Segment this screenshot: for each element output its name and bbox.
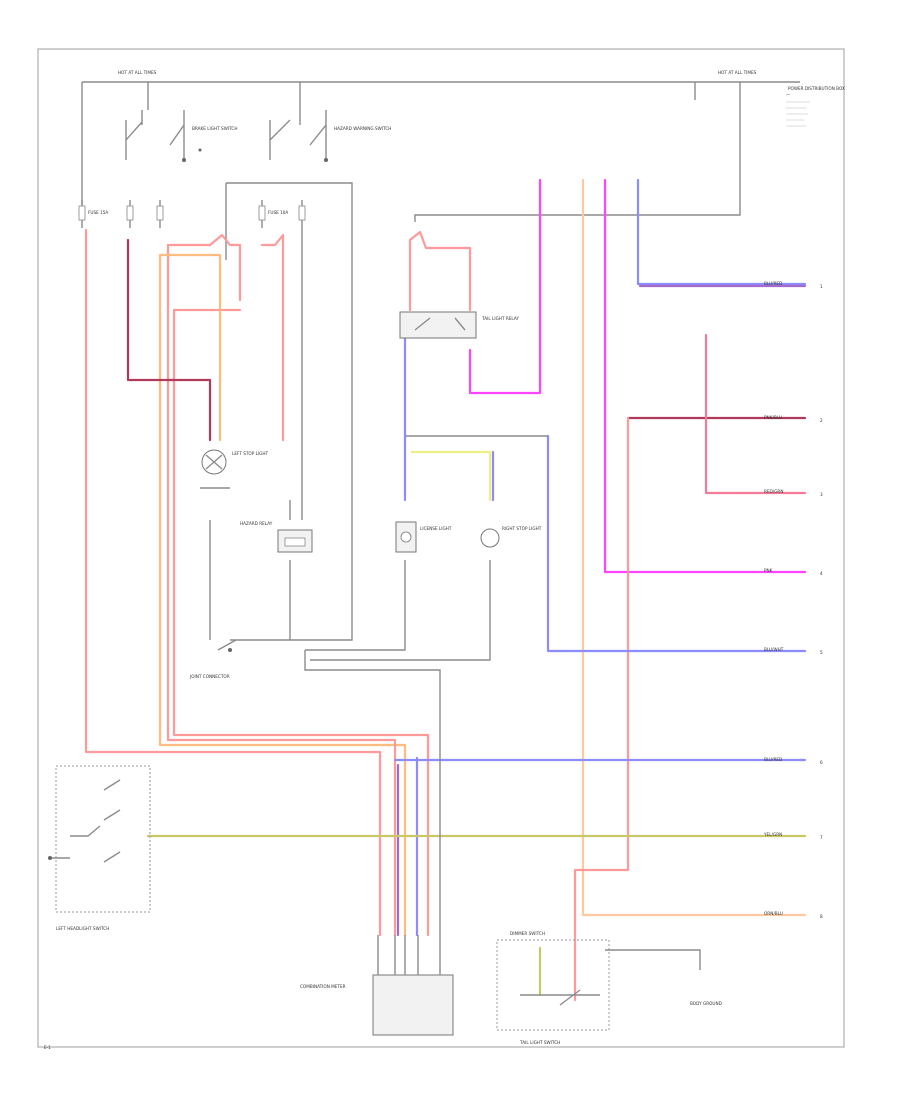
connector-number: 6 [820,760,823,765]
dimmer-switch-label: DIMMER SWITCH [510,931,545,936]
pink-wire-3 [704,333,807,495]
right-stop-light-label: RIGHT STOP LIGHT [502,526,542,531]
left-headlight-switch: LEFT HEADLIGHT SWITCH [48,765,151,931]
fuse-right-label: FUSE 10A [268,210,288,215]
power-dist-notes [786,101,810,127]
connector-group: BLU/RED1PNK/BLU2RED/GRN3PNK4BLU/WHT5BLU/… [763,281,823,919]
connector-number: 5 [820,650,823,655]
gray-wire-ground-right [310,560,491,661]
page-reference: E-1 [44,1045,51,1050]
combination-meter: COMBINATION METER [300,935,454,1036]
connector-number: 3 [820,492,823,497]
brake-light-switch-label: BRAKE LIGHT SWITCH [192,126,237,131]
combination-meter-label: COMBINATION METER [300,984,346,989]
joint-connector-label: JOINT CONNECTOR [189,674,230,679]
red-wire-to-tail-switch [573,416,630,1002]
red-wire-top-mid [260,233,285,442]
red-wire-second [166,243,397,937]
hazard-warning-switch-label: HAZARD WARNING SWITCH [334,126,391,131]
connector-number: 1 [820,284,823,289]
tail-light-relay-label: TAIL LIGHT RELAY [481,316,519,321]
connector-wire-label: ORN/BLU [764,911,783,916]
connector-wire-label: BLU/WHT [764,647,784,652]
top-power-bus [81,81,800,222]
joint-connector: JOINT CONNECTOR [189,639,237,679]
connector-wire-label: BLU/RED [764,757,782,762]
orange-wire-top [158,253,222,442]
red-wire-outer [84,228,382,937]
blue-wire-1 [636,178,807,286]
connector-number: 2 [820,418,823,423]
switched-bus [226,182,353,641]
connector-wire-label: PNK/BLU [764,415,782,420]
hazard-relay-label: HAZARD RELAY [240,521,273,526]
dark-red-wire [126,238,212,442]
left-stop-light-label: LEFT STOP LIGHT [232,451,269,456]
red-wire-tail-relay [408,230,472,312]
hot-at-all-times-right: HOT AT ALL TIMES [718,70,757,75]
connector-wire-label: BLU/RED [764,281,782,286]
license-light-label: LICENSE LIGHT [420,526,452,531]
license-light: LICENSE LIGHT [395,521,452,553]
gray-wire-ground-left [305,560,406,651]
connector-number: 7 [820,835,823,840]
power-distribution-label: POWER DISTRIBUTION BOX [788,86,845,91]
diagram-frame [37,48,845,1048]
connector-wire-label: PNK [764,568,773,573]
body-ground-label: BODY GROUND [690,1001,722,1006]
fuse-left-label: FUSE 15A [88,210,108,215]
fuse-row: FUSE 15A FUSE 10A [78,200,306,228]
red-wire-third [172,308,430,937]
magenta-wire-relay [468,178,542,395]
tail-light-switch-label: TAIL LIGHT SWITCH [519,1040,560,1045]
hazard-warning-switch: HAZARD WARNING SWITCH [269,110,391,162]
power-dist-text-2: — [786,92,790,97]
connector-wire-label: RED/GRN [764,489,783,494]
tail-light-relay: TAIL LIGHT RELAY [399,311,519,339]
hot-at-all-times-left: HOT AT ALL TIMES [118,70,157,75]
blue-wire-5 [546,434,807,653]
left-stop-light: LEFT STOP LIGHT [200,449,269,489]
hazard-relay: HAZARD RELAY [240,521,313,553]
right-stop-light: RIGHT STOP LIGHT [480,526,542,548]
magenta-wire-4 [603,178,807,574]
tail-light-switch: DIMMER SWITCH TAIL LIGHT SWITCH [496,931,701,1045]
orange-wire-left [158,253,407,937]
connector-number: 8 [820,914,823,919]
connector-number: 4 [820,571,823,576]
orange-wire-8 [581,178,807,917]
gray-wire-joint [304,650,441,935]
connector-wire-label: YEL/GRN [763,832,782,837]
brake-light-switch: BRAKE LIGHT SWITCH [125,110,237,162]
left-headlight-switch-label: LEFT HEADLIGHT SWITCH [56,926,109,931]
red-wire-top-left [166,233,242,302]
yellow-wire-license [410,450,492,502]
